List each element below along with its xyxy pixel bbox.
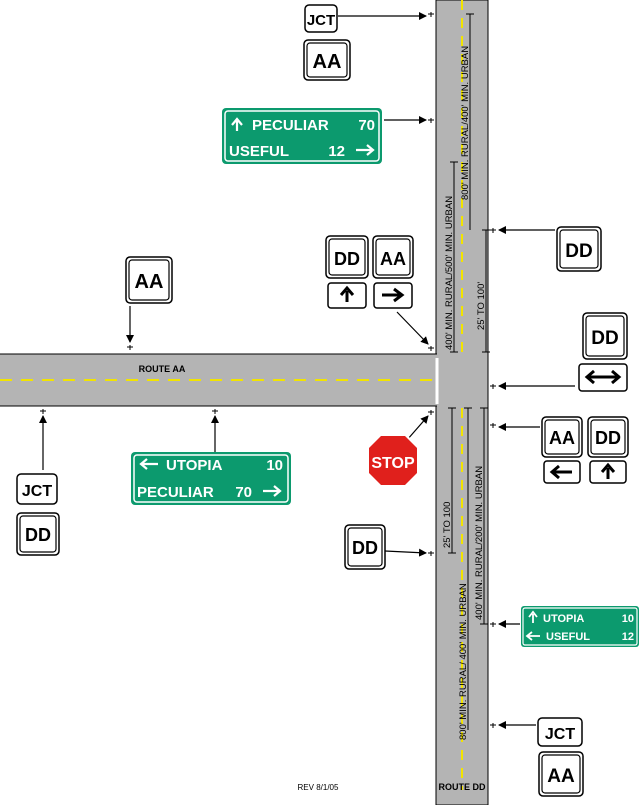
arrow-right-icon [356, 144, 375, 156]
stop-sign: STOP [367, 434, 419, 487]
route-aa-label: ROUTE AA [139, 364, 186, 374]
svg-text:STOP: STOP [371, 455, 415, 472]
dim-north-right: 800' MIN. RURAL/400' MIN. URBAN [460, 46, 471, 200]
svg-text:DD: DD [352, 538, 378, 558]
arrow-right-icon [382, 287, 405, 303]
roads: ROUTE AA ROUTE DD [0, 0, 489, 805]
svg-text:UTOPIA: UTOPIA [166, 457, 223, 474]
arrow-up-icon [231, 117, 243, 131]
double-arrow-icon [584, 369, 622, 385]
svg-text:70: 70 [358, 117, 375, 134]
svg-text:PECULIAR: PECULIAR [252, 117, 329, 134]
arrow-left-icon [549, 464, 572, 480]
svg-text:DD: DD [591, 328, 618, 349]
svg-text:DD: DD [565, 241, 592, 262]
sign-assembly-aa-dd-east: AA DD [541, 416, 629, 484]
svg-text:70: 70 [235, 484, 252, 501]
guide-sign-west: UTOPIA 10 PECULIAR 70 [131, 452, 291, 505]
jct-plaque: JCT [307, 12, 335, 29]
svg-text:DD: DD [334, 249, 360, 269]
svg-text:12: 12 [622, 631, 634, 643]
leader-arrows [39, 12, 575, 729]
svg-text:AA: AA [135, 271, 164, 293]
sign-assembly-west-jct-dd: JCT DD [16, 473, 60, 556]
svg-text:USEFUL: USEFUL [229, 143, 289, 160]
arrow-left-icon [139, 458, 158, 470]
svg-text:UTOPIA: UTOPIA [543, 613, 584, 625]
svg-text:DD: DD [25, 525, 51, 545]
svg-text:AA: AA [380, 249, 406, 269]
dim-north-left: 400' MIN. RURAL/500' MIN. URBAN [444, 196, 455, 350]
route-dd-marker-east-north: DD [556, 226, 602, 272]
sign-posts [40, 12, 496, 728]
revision-note: REV 8/1/05 [298, 783, 339, 792]
route-aa-marker-west: AA [125, 256, 173, 304]
svg-text:PECULIAR: PECULIAR [137, 484, 214, 501]
svg-text:AA: AA [549, 428, 575, 448]
route-aa-marker: AA [313, 51, 342, 73]
dim-south-left: 800' MIN. RURAL/ 400' MIN. URBAN [458, 583, 469, 740]
arrow-up-icon [528, 610, 538, 623]
svg-text:JCT: JCT [22, 483, 52, 500]
sign-assembly-dd-aa-arrows: DD AA [325, 235, 414, 309]
svg-text:10: 10 [622, 613, 634, 625]
svg-text:12: 12 [328, 143, 345, 160]
svg-text:USEFUL: USEFUL [546, 631, 590, 643]
arrow-left-icon [525, 631, 540, 641]
route-dd-marker-south: DD [344, 524, 386, 570]
arrow-up-icon [600, 462, 616, 479]
dim-south-short: 25' TO 100 [442, 502, 453, 548]
dimension-lines [448, 13, 490, 730]
svg-text:DD: DD [595, 428, 621, 448]
sign-assembly-dd-double-arrow: DD [578, 312, 628, 392]
arrow-up-icon [339, 285, 355, 302]
route-dd-label: ROUTE DD [439, 782, 487, 792]
svg-text:AA: AA [547, 766, 575, 787]
sign-assembly-north-jct-aa: JCT AA [303, 4, 351, 81]
dim-north-short: 25' TO 100' [476, 282, 487, 330]
sign-assembly-south-jct-aa: JCT AA [537, 717, 584, 797]
dim-south-right: 400' MIN. RURAL/200' MIN. URBAN [474, 466, 485, 620]
svg-text:10: 10 [266, 457, 283, 474]
arrow-right-icon [263, 485, 282, 497]
guide-sign-north: PECULIAR 70 USEFUL 12 [222, 108, 382, 164]
svg-text:JCT: JCT [545, 726, 575, 743]
guide-sign-south: UTOPIA 10 USEFUL 12 [521, 606, 639, 647]
